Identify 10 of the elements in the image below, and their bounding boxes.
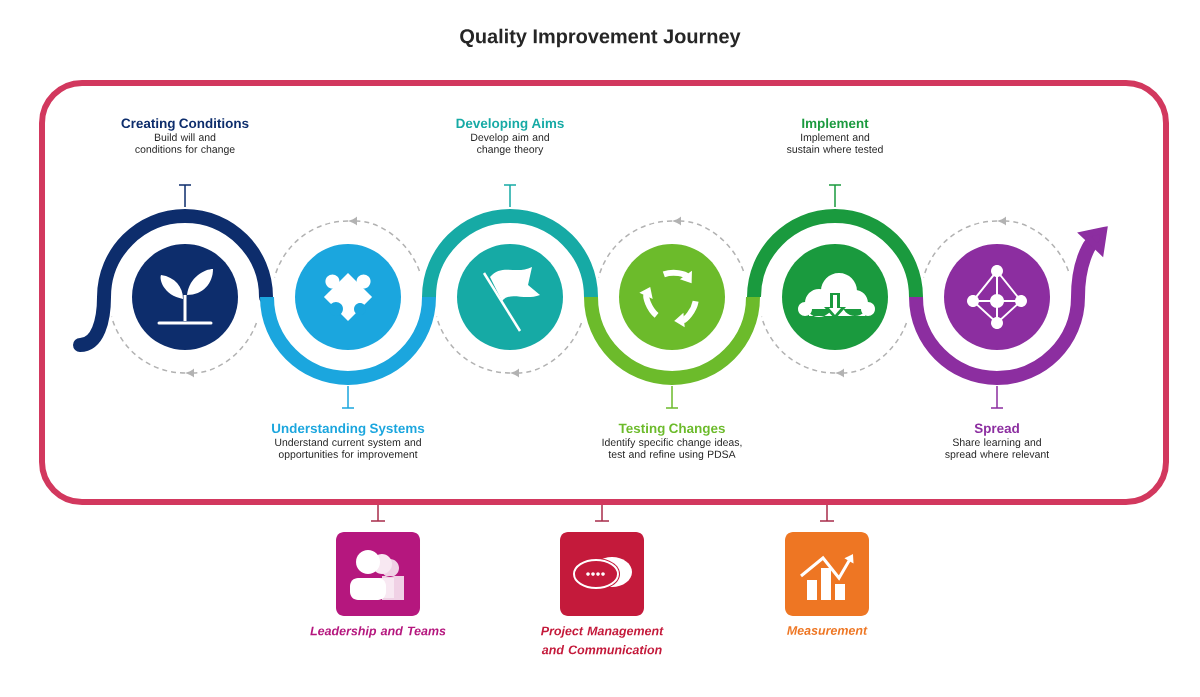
node-label: Project Management and Communication: [540, 626, 664, 655]
stage-text: Developing Aims Develop aim and change theory: [456, 118, 564, 155]
stage-text: Testing Changes Identify specific change ideas, test and refine using PDSA: [602, 423, 742, 460]
node-label: Measurement: [787, 626, 868, 635]
node-label: Leadership and Teams: [310, 626, 446, 638]
title: Quality Improvement Journey: [460, 28, 741, 48]
stage-text: Spread Share learning and spread where relevant: [945, 423, 1050, 460]
stage-text: Understanding Systems Understand current system and opportunities for improvement: [272, 423, 425, 460]
stage-text: Creating Conditions Build will and conditions for change: [121, 118, 249, 155]
stage-text: Implement Implement and sustain where tested: [786, 118, 883, 153]
